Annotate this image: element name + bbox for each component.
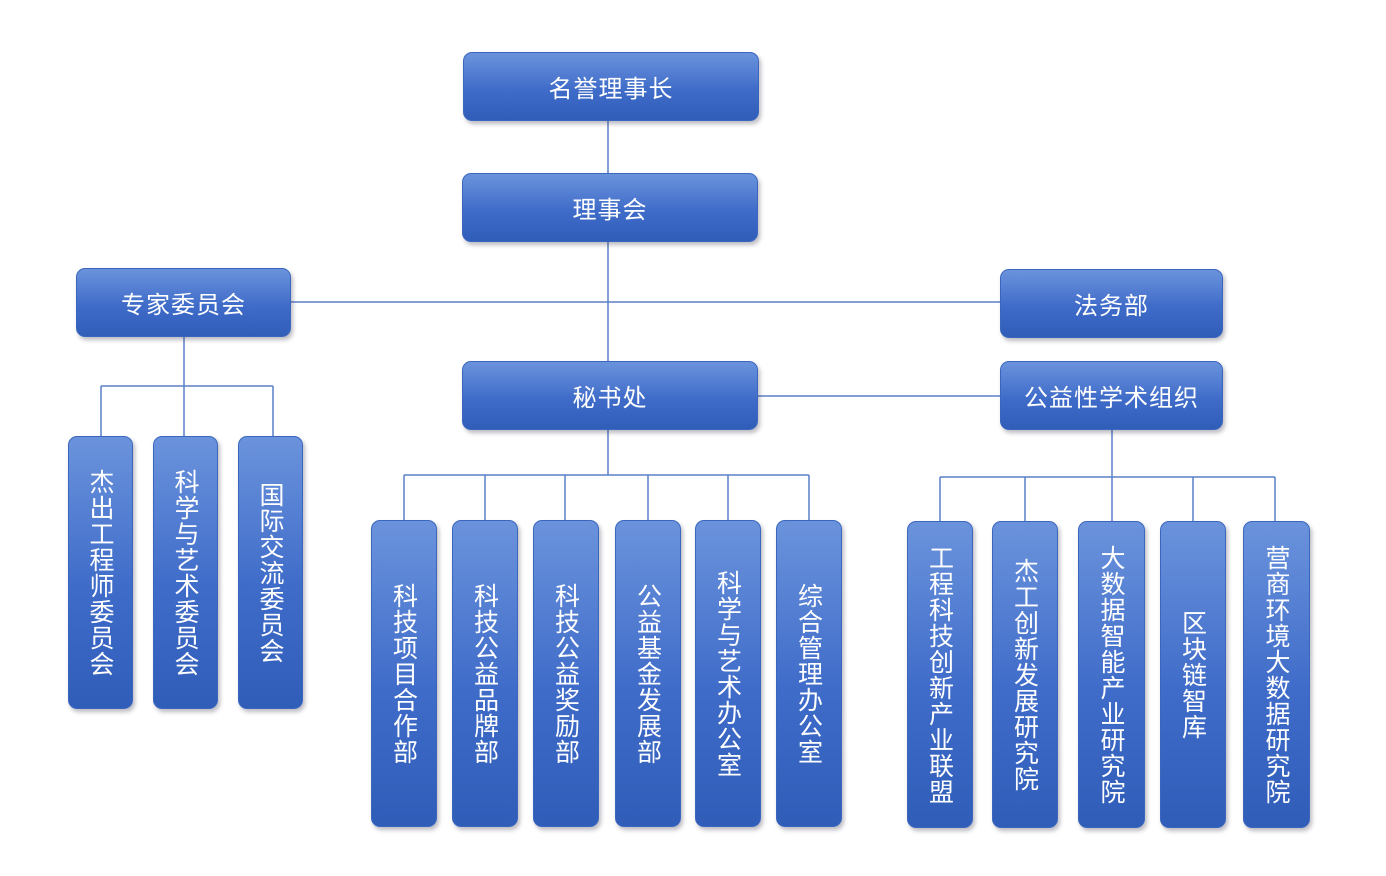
public-academic-org-box: 公益性学术组织 [1000, 361, 1223, 430]
academic-unit-label: 营商环境大数据研究院 [1262, 544, 1291, 805]
secretariat-department-label: 科技项目合作部 [389, 582, 419, 765]
secretariat-department-box: 综合管理办公室 [776, 520, 842, 827]
board-box: 理事会 [462, 173, 758, 242]
expert-committee-box: 专家委员会 [76, 268, 291, 337]
board-label: 理事会 [572, 196, 648, 224]
legal-department-box: 法务部 [1000, 269, 1223, 338]
academic-unit-box: 工程科技创新产业联盟 [907, 521, 973, 828]
secretariat-department-box: 科技项目合作部 [371, 520, 437, 827]
secretariat-department-box: 科学与艺术办公室 [695, 520, 761, 827]
academic-unit-label: 区块链智库 [1178, 609, 1208, 740]
expert-subcommittee-label: 国际交流委员会 [256, 481, 285, 664]
expert-subcommittee-box: 国际交流委员会 [238, 436, 303, 709]
academic-unit-label: 杰工创新发展研究院 [1010, 557, 1040, 792]
expert-subcommittee-box: 杰出工程师委员会 [68, 436, 133, 709]
secretariat-department-box: 科技公益品牌部 [452, 520, 518, 827]
expert-subcommittee-label: 科学与艺术委员会 [171, 468, 200, 677]
honorary-chairman-box: 名誉理事长 [463, 52, 759, 121]
expert-subcommittee-box: 科学与艺术委员会 [153, 436, 218, 709]
expert-subcommittee-label: 杰出工程师委员会 [86, 468, 115, 677]
secretariat-department-label: 科学与艺术办公室 [713, 569, 743, 778]
secretariat-department-label: 公益基金发展部 [633, 582, 663, 765]
secretariat-department-label: 科技公益品牌部 [470, 582, 500, 765]
academic-unit-box: 营商环境大数据研究院 [1243, 521, 1310, 828]
honorary-chairman-label: 名誉理事长 [548, 75, 674, 103]
secretariat-box: 秘书处 [462, 361, 758, 430]
academic-unit-box: 杰工创新发展研究院 [992, 521, 1058, 828]
secretariat-department-box: 科技公益奖励部 [533, 520, 599, 827]
secretariat-department-box: 公益基金发展部 [615, 520, 681, 827]
secretariat-label: 秘书处 [572, 384, 648, 412]
academic-unit-label: 工程科技创新产业联盟 [925, 544, 955, 805]
academic-unit-label: 大数据智能产业研究院 [1097, 544, 1126, 805]
academic-unit-box: 区块链智库 [1160, 521, 1226, 828]
academic-unit-box: 大数据智能产业研究院 [1078, 521, 1145, 828]
secretariat-department-label: 综合管理办公室 [794, 582, 824, 765]
legal-department-label: 法务部 [1074, 292, 1149, 320]
secretariat-department-label: 科技公益奖励部 [551, 582, 581, 765]
expert-committee-label: 专家委员会 [121, 291, 246, 319]
public-academic-org-label: 公益性学术组织 [1024, 384, 1199, 412]
